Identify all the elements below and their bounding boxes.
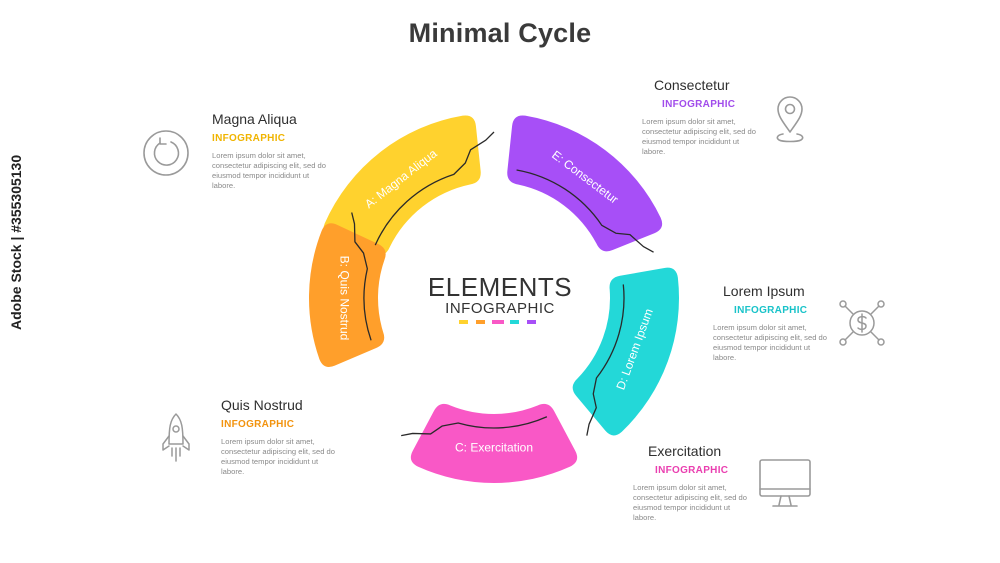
- center-heading: ELEMENTS: [428, 272, 572, 302]
- block-body: Lorem ipsum dolor sit amet, consectetur …: [221, 437, 335, 476]
- block-heading: Consectetur: [654, 77, 730, 93]
- color-swatch: [510, 320, 519, 324]
- color-swatch: [492, 320, 504, 324]
- block-sub: INFOGRAPHIC: [655, 465, 729, 476]
- center-subheading: INFOGRAPHIC: [445, 300, 555, 317]
- color-swatch: [527, 320, 536, 324]
- block-sub: INFOGRAPHIC: [662, 99, 736, 110]
- color-swatch: [459, 320, 468, 324]
- segment-connector: [516, 169, 654, 253]
- block-sub: INFOGRAPHIC: [212, 133, 286, 144]
- block-body: Lorem ipsum dolor sit amet, consectetur …: [633, 483, 747, 522]
- watermark-label: Adobe Stock | #355305130: [8, 154, 24, 330]
- segment-d: [572, 267, 679, 436]
- block-quis-nostrud: Quis Nostrud INFOGRAPHIC Lorem ipsum dol…: [221, 397, 339, 477]
- color-swatch: [476, 320, 485, 324]
- block-sub: INFOGRAPHIC: [734, 305, 808, 316]
- block-consectetur: Consectetur INFOGRAPHIC Lorem ipsum dolo…: [642, 77, 760, 157]
- segment-connector: [401, 416, 548, 437]
- dollar-network-icon: [839, 300, 885, 346]
- segment-connector: [586, 284, 625, 436]
- block-lorem-ipsum: Lorem Ipsum INFOGRAPHIC Lorem ipsum dolo…: [713, 283, 831, 363]
- segment-connector: [351, 212, 372, 341]
- segment-a: [323, 115, 481, 256]
- block-magna-aliqua: Magna Aliqua INFOGRAPHIC Lorem ipsum dol…: [212, 111, 330, 191]
- block-body: Lorem ipsum dolor sit amet, consectetur …: [642, 117, 756, 156]
- block-body: Lorem ipsum dolor sit amet, consectetur …: [713, 323, 827, 362]
- segment-b: [308, 223, 386, 367]
- block-heading: Magna Aliqua: [212, 111, 297, 127]
- center-color-swatches: [459, 320, 536, 324]
- map-pin-icon: [776, 96, 804, 143]
- segment-e: [507, 115, 663, 252]
- refresh-icon: [143, 130, 189, 176]
- segment-connector: [374, 131, 495, 246]
- block-heading: Quis Nostrud: [221, 397, 303, 413]
- monitor-icon: [759, 459, 811, 507]
- block-exercitation: Exercitation INFOGRAPHIC Lorem ipsum dol…: [633, 443, 751, 523]
- segment-label-b: B: Quis Nostrud: [337, 256, 351, 341]
- rocket-icon: [162, 413, 190, 462]
- block-sub: INFOGRAPHIC: [221, 419, 295, 430]
- block-body: Lorem ipsum dolor sit amet, consectetur …: [212, 151, 326, 190]
- block-heading: Lorem Ipsum: [723, 283, 805, 299]
- segment-label-c: C: Exercitation: [455, 441, 533, 455]
- block-heading: Exercitation: [648, 443, 722, 459]
- page-title: Minimal Cycle: [408, 18, 592, 48]
